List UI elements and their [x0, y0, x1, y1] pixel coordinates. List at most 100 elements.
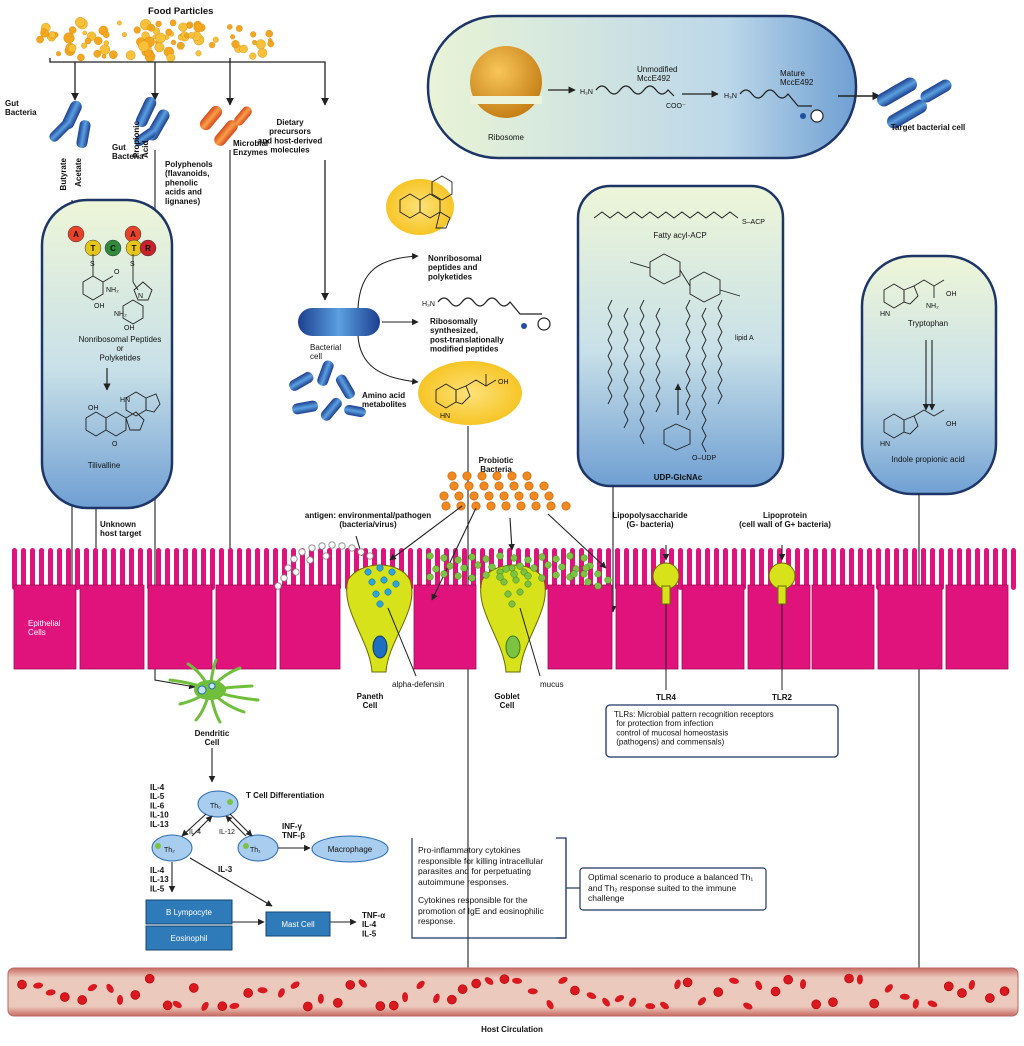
antigen-particles: [274, 541, 374, 590]
microvillus: [723, 548, 728, 590]
commensal-bacterium: [454, 572, 462, 580]
mucus-granule: [524, 580, 532, 588]
microvillus: [165, 548, 170, 590]
red-blood-cell: [87, 984, 98, 992]
tlr4-label: TLR4: [656, 693, 677, 702]
alpha-defensin-label: alpha-defensin: [392, 680, 444, 689]
food-particle: [178, 22, 188, 32]
microvillus: [993, 548, 998, 590]
red-blood-cell: [602, 997, 610, 1007]
th1-cell: Th₁: [237, 834, 279, 862]
microvillus: [219, 548, 224, 590]
red-blood-cell: [499, 974, 510, 984]
commensal-bacterium: [432, 565, 440, 573]
microvillus: [975, 548, 980, 590]
nrp-chemistry: [82, 254, 153, 325]
microvillus: [876, 548, 881, 590]
microvillus: [48, 548, 53, 590]
red-blood-cell: [277, 988, 285, 998]
probiotic-bacterium: [516, 501, 526, 511]
defensin-granule: [380, 576, 388, 584]
defensin-granule: [388, 568, 396, 576]
epithelial-cell: [547, 584, 613, 670]
probiotic-bacterium: [469, 491, 479, 501]
antigen-particle: [318, 542, 326, 550]
antigen-particle: [308, 544, 316, 552]
red-blood-cell: [358, 979, 367, 988]
il12-label: IL-12: [219, 829, 235, 836]
tlr2-receptor: [768, 562, 796, 605]
food-particle: [267, 40, 275, 48]
microvillus: [759, 548, 764, 590]
microvillus: [147, 548, 152, 590]
microvillus: [12, 548, 17, 590]
red-blood-cell: [229, 1002, 240, 1010]
microvillus: [696, 548, 701, 590]
food-particle: [165, 28, 173, 36]
s-label-1: S: [90, 261, 95, 268]
b-lymphocyte-box: B Lympocyte: [145, 899, 233, 925]
red-blood-cell: [828, 997, 838, 1008]
microvillus: [201, 548, 206, 590]
o-label-2: O: [112, 441, 118, 448]
microvillus: [84, 548, 89, 590]
probiotic-bacterium: [464, 481, 474, 491]
il4-small-label: IL-4: [189, 829, 201, 836]
red-blood-cell: [512, 977, 523, 984]
defensin-granule: [376, 564, 384, 572]
n-label-1: N: [138, 293, 143, 300]
commensal-bacterium: [580, 554, 588, 562]
antigen-particle: [357, 548, 365, 556]
indole-label: Indole propionic acid: [891, 455, 964, 464]
microvillus: [597, 548, 602, 590]
red-blood-cell: [130, 990, 141, 1000]
probiotic-bacterium: [544, 491, 554, 501]
microvillus: [714, 548, 719, 590]
antigen-particle: [298, 548, 306, 556]
epithelial-cell: [811, 584, 875, 670]
o-label-1: O: [114, 269, 120, 276]
mucus-granule: [512, 576, 520, 584]
microvillus: [642, 548, 647, 590]
antigen-particle: [306, 556, 314, 564]
oh-label-6: OH: [946, 421, 957, 428]
red-blood-cell: [333, 998, 343, 1008]
oh-label-2: OH: [124, 325, 135, 332]
commensal-bacterium: [516, 562, 524, 570]
probiotic-bacterium: [546, 501, 556, 511]
oh-label-4: OH: [498, 379, 509, 386]
mucus-label: mucus: [540, 680, 564, 689]
microvillus: [822, 548, 827, 590]
red-blood-cell: [117, 994, 124, 1005]
food-particles: Food Particles: [36, 6, 275, 63]
red-blood-cell: [144, 973, 155, 984]
commensal-bacterium: [594, 582, 602, 590]
commensal-bacterium: [552, 555, 560, 563]
lps-label: Lipopolysaccharide(G- bacteria): [612, 511, 688, 529]
food-particle: [188, 32, 195, 39]
food-particle: [255, 39, 266, 50]
food-particle: [82, 30, 88, 36]
food-particle: [99, 44, 111, 55]
commensal-bacterium: [426, 552, 434, 560]
commensal-bacterium: [446, 562, 454, 570]
th2-label: Th₂: [164, 847, 175, 854]
red-blood-cell: [546, 1000, 554, 1010]
probiotic-bacterium: [471, 501, 481, 511]
microvillus: [1002, 548, 1007, 590]
nh2-label-3: NH₂: [926, 303, 939, 310]
probiotic-bacteria: [439, 471, 571, 511]
microvillus: [678, 548, 683, 590]
hn-label-2: HN: [440, 413, 450, 420]
commensal-bacterium: [524, 572, 532, 580]
fatty-acyl-label: Fatty acyl-ACP: [653, 231, 706, 240]
s-label-2: S: [130, 261, 135, 268]
ribosome-icon: [470, 46, 542, 118]
